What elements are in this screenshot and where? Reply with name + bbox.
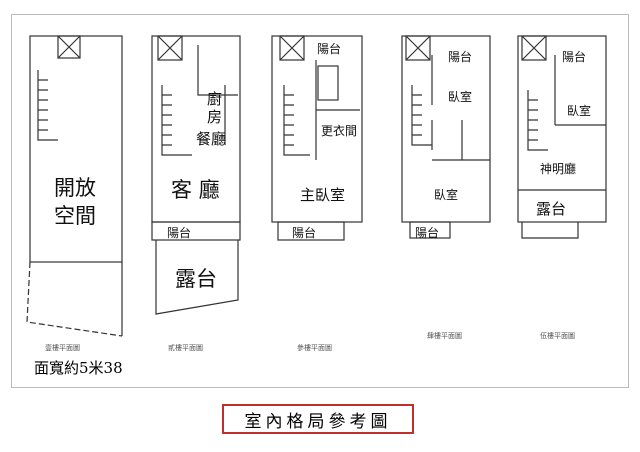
room-label-terrace: 露台 [536, 200, 567, 218]
room-label-terrace: 露台 [175, 267, 217, 291]
room-label-kitchen-1: 廚 [207, 90, 223, 108]
floor-3-caption: 參樓平面圖 [297, 344, 332, 352]
floor-5-plan [517, 35, 607, 239]
room-label-balcony: 陽台 [562, 50, 587, 64]
floor-3-plan [271, 35, 363, 241]
room-label-bedroom: 臥室 [434, 188, 459, 202]
floor-2-caption: 貳樓平面圖 [168, 344, 203, 352]
room-label-balcony: 陽台 [415, 226, 440, 240]
room-label-bedroom: 臥室 [567, 104, 592, 118]
room-label-kitchen-2: 房 [207, 108, 223, 126]
floor-4-plan [401, 35, 491, 239]
room-label-closet: 更衣間 [321, 124, 358, 138]
room-label-balcony: 陽台 [317, 42, 342, 56]
floor-1-plan [26, 35, 123, 337]
room-label-living: 客 廳 [171, 178, 220, 202]
room-label-open-space-2: 空間 [54, 204, 96, 228]
floor-5-caption: 伍樓平面圖 [540, 332, 575, 340]
room-label-open-space: 開放 [54, 176, 96, 200]
room-label-dining: 餐廳 [196, 130, 227, 148]
frontage-width-note: 面寬約5米38 [34, 359, 123, 377]
floor-2-plan [151, 35, 241, 315]
room-label-shrine-hall: 神明廳 [540, 162, 577, 176]
floor-4-caption: 肆樓平面圖 [427, 332, 462, 340]
floor-1-caption: 壹樓平面圖 [45, 344, 80, 352]
room-label-balcony: 陽台 [448, 50, 473, 64]
sheet-title: 室內格局參考圖 [222, 404, 414, 434]
room-label-bedroom: 臥室 [448, 90, 473, 104]
room-label-balcony: 陽台 [167, 226, 192, 240]
room-label-balcony: 陽台 [292, 226, 317, 240]
room-label-master-bedroom: 主臥室 [300, 186, 346, 204]
sheet-frame [11, 14, 629, 388]
